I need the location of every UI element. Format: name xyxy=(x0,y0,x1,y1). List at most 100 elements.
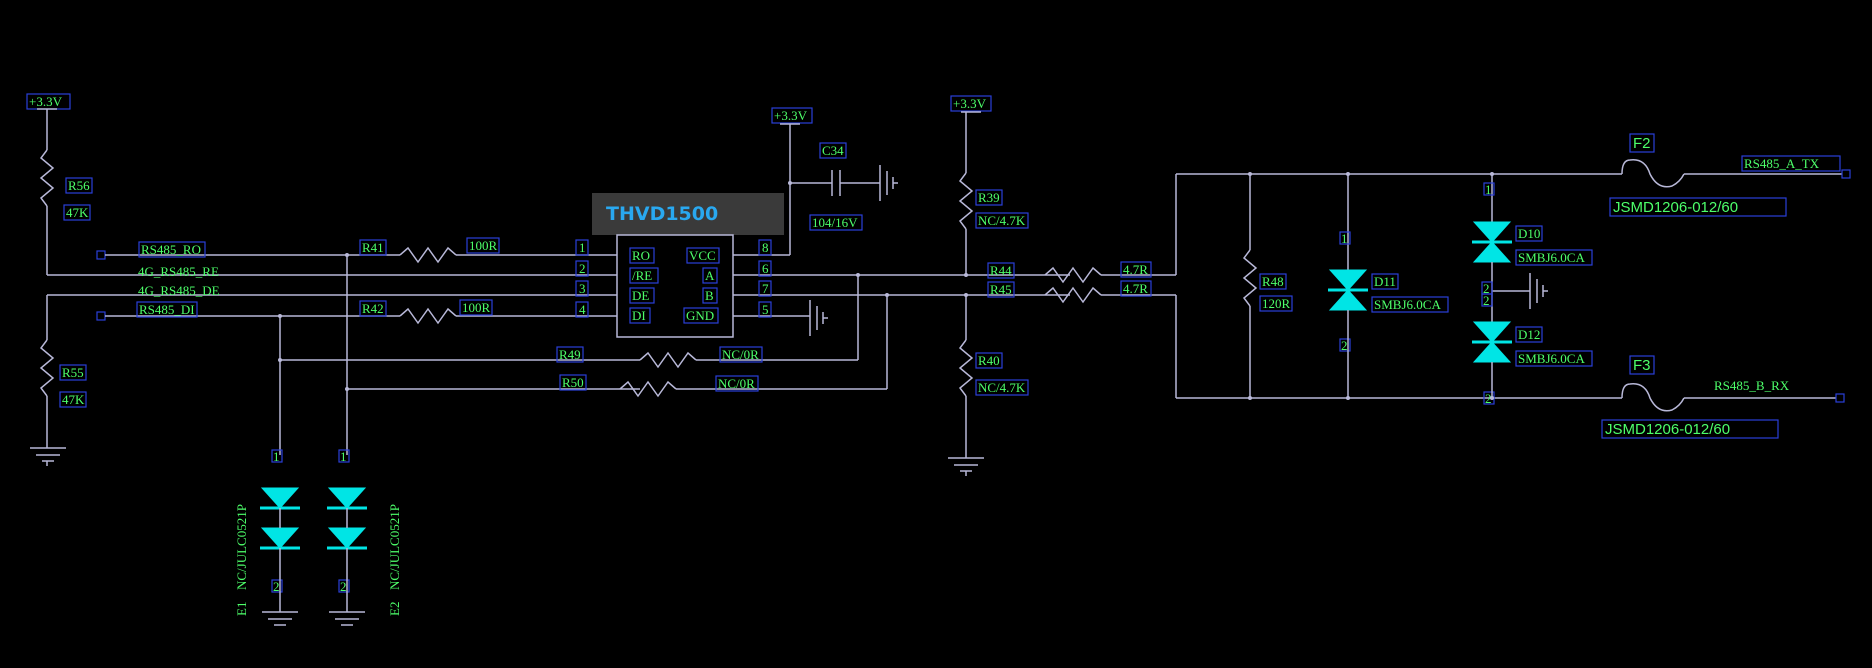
resistor-r45: R45 4.7R xyxy=(987,280,1176,304)
svg-text:B: B xyxy=(705,288,714,303)
r44-ref: R44 xyxy=(990,263,1012,278)
resistor-r48: R48 120R xyxy=(1242,249,1293,312)
r45-val: 4.7R xyxy=(1123,281,1148,296)
resistor-r41: R41 100R xyxy=(359,237,580,264)
svg-text:1: 1 xyxy=(273,449,280,464)
r49-ref: R49 xyxy=(559,347,581,362)
resistor-r55: R55 47K xyxy=(39,339,87,408)
svg-text:3: 3 xyxy=(579,281,586,296)
c34-val: 104/16V xyxy=(812,215,858,230)
fuse-f3: F3 JSMD1206-012/60 xyxy=(1601,355,1836,439)
svg-text:RO: RO xyxy=(632,248,650,263)
resistor-r40: R40 NC/4.7K xyxy=(958,339,1029,397)
ground-symbol-r40 xyxy=(948,457,984,476)
d11-val: SMBJ6.0CA xyxy=(1374,297,1441,312)
svg-text:8: 8 xyxy=(762,240,769,255)
esd-diode-e1: 1 2 NC/JULC0521P E1 xyxy=(234,449,300,626)
r42-val: 100R xyxy=(462,300,491,315)
r42-ref: R42 xyxy=(362,301,384,316)
svg-text:1: 1 xyxy=(579,240,586,255)
r56-ref: R56 xyxy=(68,178,90,193)
resistor-r50: R50 NC/0R xyxy=(559,295,888,398)
f2-ref: F2 xyxy=(1633,135,1651,152)
d10-ref: D10 xyxy=(1518,226,1540,241)
resistor-r42: R42 100R xyxy=(359,299,580,325)
d12-val: SMBJ6.0CA xyxy=(1518,351,1585,366)
a-tx-port[interactable] xyxy=(1841,169,1851,179)
resistor-r56: R56 47K xyxy=(39,149,93,221)
svg-text:2: 2 xyxy=(1341,338,1348,353)
d10-val: SMBJ6.0CA xyxy=(1518,250,1585,265)
f3-ref: F3 xyxy=(1633,357,1651,374)
svg-text:2: 2 xyxy=(340,579,347,594)
net-ro-label: RS485_RO xyxy=(141,242,201,257)
net-re-label: 4G_RS485_RE xyxy=(138,264,219,279)
svg-text:2: 2 xyxy=(1483,293,1490,308)
ground-symbol-chip xyxy=(809,300,828,336)
svg-text:2: 2 xyxy=(1485,391,1492,406)
svg-text:1: 1 xyxy=(340,449,347,464)
chip-left-pins: 1 2 3 4 RO /RE DE DI xyxy=(575,239,659,324)
svg-text:VCC: VCC xyxy=(689,248,716,263)
d11-ref: D11 xyxy=(1374,274,1396,289)
resistor-r39: R39 NC/4.7K xyxy=(958,172,1029,230)
svg-text:A: A xyxy=(705,268,715,283)
svg-text:/RE: /RE xyxy=(632,268,652,283)
f2-val: JSMD1206-012/60 xyxy=(1613,199,1738,216)
svg-text:7: 7 xyxy=(762,281,769,296)
net-a-tx-label: RS485_A_TX xyxy=(1744,156,1820,171)
r55-ref: R55 xyxy=(62,365,84,380)
r48-ref: R48 xyxy=(1262,274,1284,289)
r39-ref: R39 xyxy=(978,190,1000,205)
c34-ref: C34 xyxy=(822,143,844,158)
chip-title-banner xyxy=(592,193,784,235)
svg-text:6: 6 xyxy=(762,261,769,276)
r55-val: 47K xyxy=(62,392,85,407)
ground-symbol-c34 xyxy=(879,165,898,201)
chip-title: THVD1500 xyxy=(606,203,718,225)
e2-val: NC/JULC0521P xyxy=(387,504,402,590)
resistor-r44: R44 4.7R xyxy=(987,261,1176,284)
capacitor-c34: C34 104/16V xyxy=(809,142,880,231)
r49-val: NC/0R xyxy=(722,347,759,362)
vcc-label-chip: +3.3V xyxy=(774,108,808,123)
di-port[interactable] xyxy=(96,311,106,321)
r48-val: 120R xyxy=(1262,296,1291,311)
svg-text:2: 2 xyxy=(1483,281,1490,296)
net-de-label: 4G_RS485_DE xyxy=(138,283,220,298)
e1-val: NC/JULC0521P xyxy=(234,504,249,590)
ground-symbol-left xyxy=(30,447,66,466)
d12-ref: D12 xyxy=(1518,327,1540,342)
r41-val: 100R xyxy=(469,238,498,253)
tvs-diode-d10: 1 D10 SMBJ6.0CA xyxy=(1472,182,1593,266)
svg-text:2: 2 xyxy=(273,579,280,594)
r45-ref: R45 xyxy=(990,282,1012,297)
ro-port[interactable] xyxy=(96,250,106,260)
net-b-rx-label: RS485_B_RX xyxy=(1714,378,1790,393)
fuse-f2: F2 JSMD1206-012/60 xyxy=(1609,133,1842,217)
e1-ref: E1 xyxy=(234,602,249,616)
svg-text:DE: DE xyxy=(632,288,649,303)
chip-right-pins: 8 6 7 5 VCC A B GND xyxy=(683,239,1070,324)
svg-text:2: 2 xyxy=(579,261,586,276)
svg-text:4: 4 xyxy=(579,302,586,317)
esd-diode-e2: 1 2 NC/JULC0521P E2 xyxy=(327,449,402,626)
tvs-diode-d11: 1 2 D11 SMBJ6.0CA xyxy=(1328,231,1449,353)
svg-text:DI: DI xyxy=(632,308,646,323)
svg-text:1: 1 xyxy=(1485,182,1492,197)
r39-val: NC/4.7K xyxy=(978,213,1026,228)
r40-val: NC/4.7K xyxy=(978,380,1026,395)
svg-text:GND: GND xyxy=(686,308,714,323)
e2-ref: E2 xyxy=(387,602,402,616)
r40-ref: R40 xyxy=(978,353,1000,368)
vcc-supply-r56: +3.3V xyxy=(26,93,71,150)
r44-val: 4.7R xyxy=(1123,262,1148,277)
svg-text:5: 5 xyxy=(762,302,769,317)
vcc-label-bias: +3.3V xyxy=(953,96,987,111)
chip-body xyxy=(616,234,734,338)
r50-val: NC/0R xyxy=(718,376,755,391)
r56-val: 47K xyxy=(66,205,89,220)
b-rx-port[interactable] xyxy=(1835,393,1845,403)
net-di-label: RS485_DI xyxy=(139,302,195,317)
